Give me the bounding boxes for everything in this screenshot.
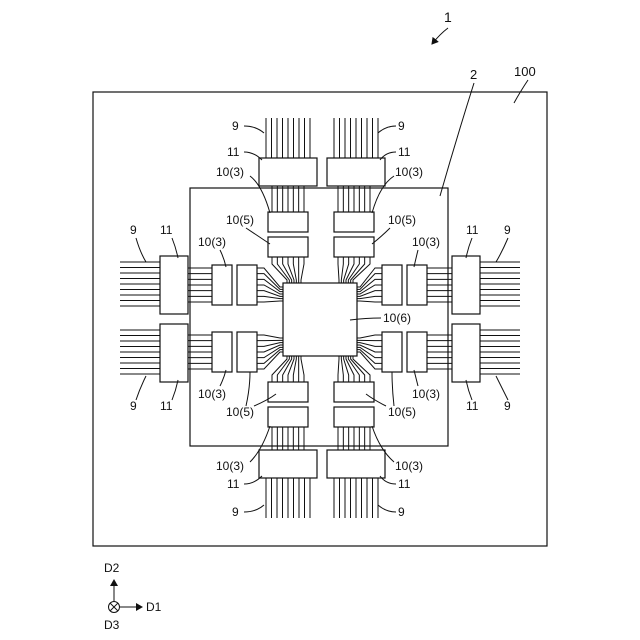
- label-9: 9: [232, 119, 239, 133]
- component-10-3: [212, 265, 232, 305]
- ref-1-arrow: [432, 28, 448, 44]
- label-10-5: 10(5): [388, 405, 416, 419]
- component-10-5: [334, 237, 374, 257]
- ref-1: 1: [444, 9, 452, 25]
- component-10-3: [268, 212, 308, 232]
- label-11: 11: [160, 223, 173, 237]
- component-10-3: [268, 407, 308, 427]
- label-10-3: 10(3): [395, 165, 423, 179]
- ref-2: 2: [470, 67, 477, 82]
- label-11: 11: [398, 477, 411, 491]
- axis-d3-label: D3: [104, 618, 120, 632]
- label-11: 11: [466, 223, 479, 237]
- connector-11: [160, 256, 188, 314]
- label-10-3: 10(3): [395, 459, 423, 473]
- connector-11: [160, 324, 188, 382]
- label-10-3: 10(3): [198, 235, 226, 249]
- component-10-5: [382, 265, 402, 305]
- component-10-3: [334, 407, 374, 427]
- label-11: 11: [227, 145, 240, 159]
- label-10-5: 10(5): [226, 405, 254, 419]
- label-9: 9: [130, 223, 137, 237]
- label-10-6: 10(6): [383, 311, 411, 325]
- component-10-5: [237, 332, 257, 372]
- label-10-3: 10(3): [412, 235, 440, 249]
- label-9: 9: [398, 505, 405, 519]
- label-9: 9: [232, 505, 239, 519]
- ref-100: 100: [514, 64, 536, 79]
- component-10-3: [334, 212, 374, 232]
- label-9: 9: [504, 223, 511, 237]
- label-10-5: 10(5): [388, 213, 416, 227]
- label-11: 11: [160, 399, 173, 413]
- component-10-3: [212, 332, 232, 372]
- component-10-5: [268, 237, 308, 257]
- label-10-5: 10(5): [226, 213, 254, 227]
- component-10-3: [407, 332, 427, 372]
- central-chip-10-6: [283, 283, 357, 356]
- component-10-5: [237, 265, 257, 305]
- label-10-3: 10(3): [198, 387, 226, 401]
- label-11: 11: [466, 399, 479, 413]
- axis-d2-label: D2: [104, 561, 120, 575]
- label-11: 11: [227, 477, 240, 491]
- axis-indicator: D2 D1 D3: [104, 561, 162, 632]
- label-10-3: 10(3): [216, 165, 244, 179]
- connector-11: [327, 158, 385, 186]
- connector-11: [259, 158, 317, 186]
- label-10-3: 10(3): [412, 387, 440, 401]
- label-11: 11: [398, 145, 411, 159]
- component-10-5: [334, 382, 374, 402]
- component-10-3: [407, 265, 427, 305]
- label-9: 9: [504, 399, 511, 413]
- component-10-5: [382, 332, 402, 372]
- connector-11: [327, 450, 385, 478]
- connector-11: [452, 256, 480, 314]
- connector-11: [259, 450, 317, 478]
- label-9: 9: [130, 399, 137, 413]
- label-9: 9: [398, 119, 405, 133]
- axis-d1-label: D1: [146, 600, 162, 614]
- connector-11: [452, 324, 480, 382]
- label-10-3: 10(3): [216, 459, 244, 473]
- component-10-5: [268, 382, 308, 402]
